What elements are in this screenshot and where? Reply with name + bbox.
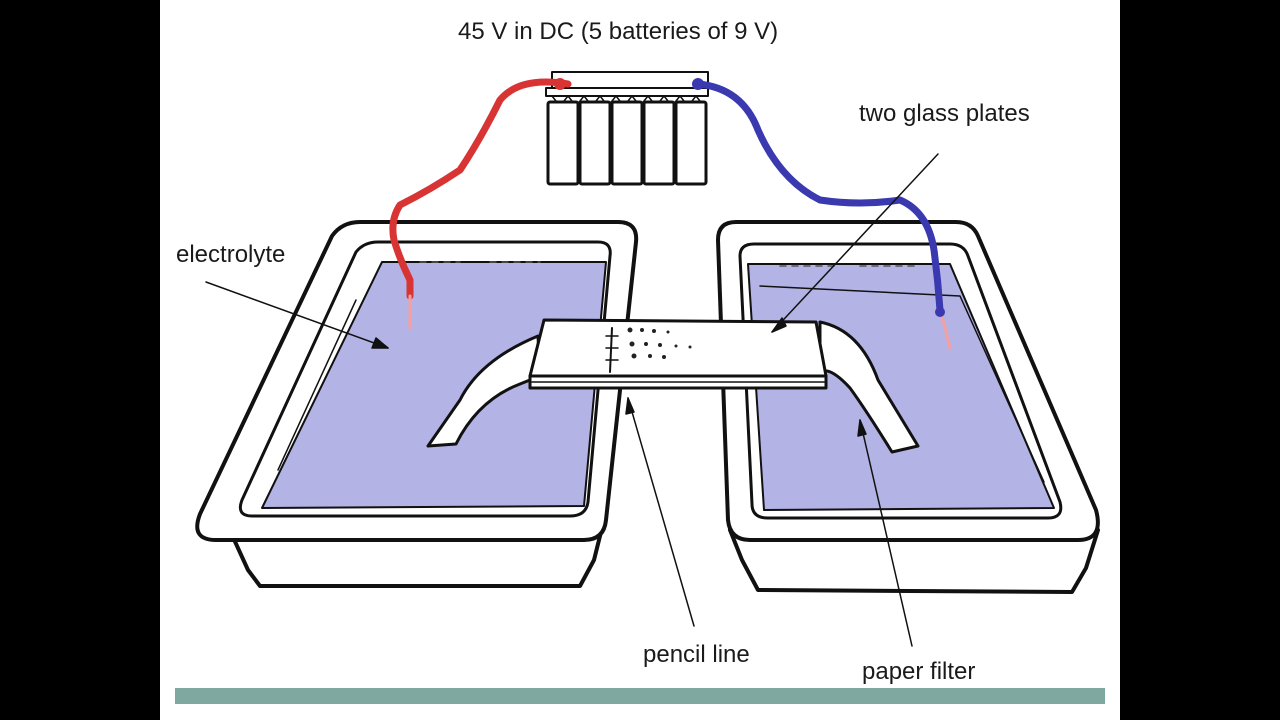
left-tray-shading [277,299,357,471]
battery-4 [642,100,676,186]
battery-2 [578,100,612,186]
glass-plates-label: two glass plates [859,100,1030,127]
negative-wire [694,80,944,314]
right-tray-base [728,528,1100,594]
paper-filter-right-end [818,320,920,454]
paper-pointer [859,419,913,647]
glass-pointer [771,153,939,333]
pencil-line-label: pencil line [643,641,750,668]
right-tray-shading [759,285,1045,483]
electrolyte-pointer [205,281,389,349]
slide: 45 V in DC (5 batteries of 9 V) two glas… [160,0,1120,720]
positive-wire [389,78,572,300]
pointer-lines [205,153,939,647]
sample-spots [627,327,692,359]
voltage-label: 45 V in DC (5 batteries of 9 V) [458,18,779,45]
glass-plates [528,318,828,390]
negative-wire-tip [940,314,952,350]
slide-footer-bar [175,688,1105,704]
left-tray [195,220,639,588]
right-tray [716,220,1100,594]
paper-filter-left-end [426,334,542,448]
pencil-pointer [627,397,695,627]
battery-1 [546,100,580,186]
electrolyte-label: electrolyte [176,241,286,268]
paper-filter-label: paper filter [862,658,976,685]
battery-3 [610,100,644,186]
battery-5 [674,100,708,186]
battery-pack [545,71,709,186]
electrophoresis-diagram [195,71,1100,647]
